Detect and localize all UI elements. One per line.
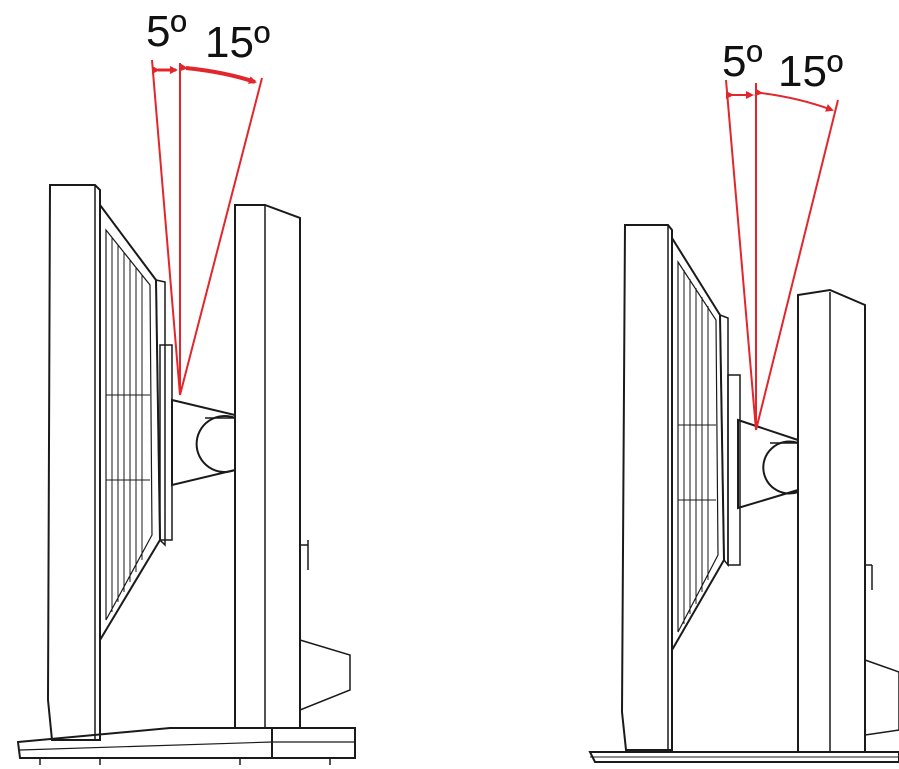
left-back-tilt-label: 5º: [146, 7, 187, 56]
right-forward-tilt-line: [755, 99, 839, 431]
left-forward-tilt-arrow: [179, 63, 257, 84]
left-forward-tilt-label: 15º: [205, 18, 271, 67]
right-forward-tilt-arrow: [754, 88, 834, 112]
right-stand-column: [797, 288, 899, 753]
left-stand-column: [234, 204, 351, 729]
left-forward-tilt-line: [179, 77, 263, 396]
right-forward-tilt-label: 15º: [778, 47, 844, 96]
left-monitor-figure: [16, 184, 356, 765]
right-angle-lines: [725, 79, 839, 431]
right-back-tilt-line: [725, 79, 757, 431]
left-angle-lines: [151, 59, 263, 396]
right-monitor-panel: [620, 224, 741, 751]
left-monitor-panel: [46, 184, 173, 741]
right-stand-base: [588, 751, 899, 763]
right-hinge: [737, 418, 799, 510]
left-back-tilt-line: [151, 59, 181, 396]
left-stand-base: [16, 727, 356, 765]
left-hinge: [171, 398, 236, 487]
right-back-tilt-label: 5º: [722, 37, 763, 86]
right-monitor-figure: [588, 224, 899, 763]
